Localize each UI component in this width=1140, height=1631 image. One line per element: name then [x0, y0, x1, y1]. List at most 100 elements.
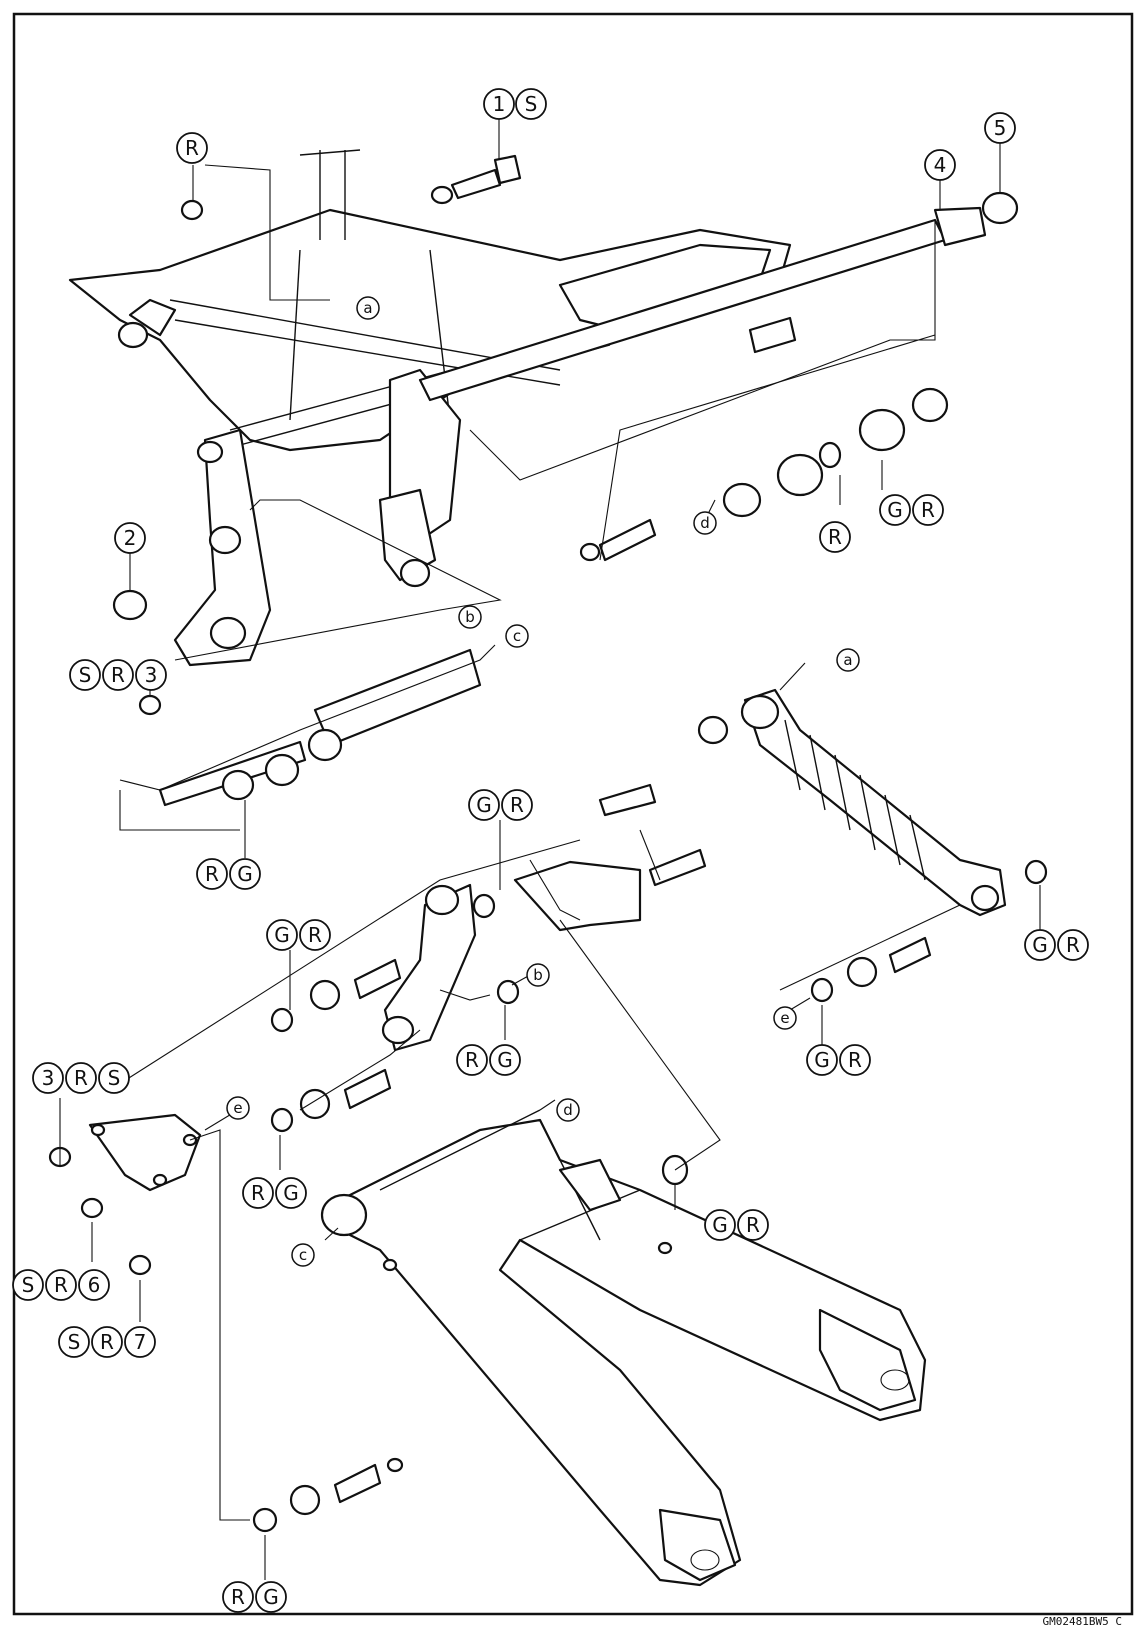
swingarm [320, 1109, 927, 1587]
callout-r-rocker-top-label: R [510, 793, 524, 817]
callout-4: 4 [924, 149, 956, 181]
ref-e-shock: e [773, 1006, 797, 1030]
callout-1: 1 [483, 88, 515, 120]
callout-g-rocker-left: G [266, 919, 298, 951]
callout-g-shock-lower-label: G [1032, 933, 1048, 957]
callout-s-6-label: S [22, 1273, 35, 1297]
figure-code: GM02481BW5 C [1043, 1615, 1122, 1628]
callout-g-shock-bottom-label: G [814, 1048, 830, 1072]
callout-r-top-label: R [185, 136, 199, 160]
callout-r-rocker-left-label: R [308, 923, 322, 947]
callout-g-rocker-mid: G [489, 1044, 521, 1076]
callout-s-3-left-label: S [79, 663, 92, 687]
callout-r-bearing-top-label: R [828, 525, 842, 549]
callout-3-left-label: 3 [145, 663, 158, 687]
callout-r-top: R [176, 132, 208, 164]
callout-r-3-rocker: R [65, 1062, 97, 1094]
callout-5: 5 [984, 112, 1016, 144]
callout-6-label: 6 [88, 1273, 101, 1297]
callout-r-6: R [45, 1269, 77, 1301]
callout-4-label: 4 [934, 153, 947, 177]
ref-c-frame: c [505, 624, 529, 648]
callout-6: 6 [78, 1269, 110, 1301]
ref-b-rocker-label: b [533, 966, 543, 984]
ref-a-frame: a [356, 296, 380, 320]
callout-g-pivot-left-label: G [237, 862, 253, 886]
callout-r-rocker-mid: R [456, 1044, 488, 1076]
callout-r-7-label: R [100, 1330, 114, 1354]
callout-g-rocker-lower-label: G [283, 1181, 299, 1205]
ref-d-bearing-label: d [700, 514, 710, 532]
callout-r-3-left: R [102, 659, 134, 691]
callout-g-swingarm-lower-label: G [263, 1585, 279, 1609]
callout-r-rocker-left: R [299, 919, 331, 951]
ref-d-swingarm-label: d [563, 1101, 573, 1119]
ref-c-frame-label: c [513, 627, 521, 645]
callout-r-7: R [91, 1326, 123, 1358]
callout-g-shock-lower: G [1024, 929, 1056, 961]
ref-b-frame: b [458, 605, 482, 629]
callout-r-shock-lower: R [1057, 929, 1089, 961]
callout-r-pivot-left-label: R [205, 862, 219, 886]
callout-g-bearing-top: G [879, 494, 911, 526]
callout-r-rocker-lower-label: R [251, 1181, 265, 1205]
callout-7-label: 7 [134, 1330, 147, 1354]
callout-s-6: S [12, 1269, 44, 1301]
ref-e-rocker-label: e [233, 1099, 242, 1117]
callout-g-rocker-mid-label: G [497, 1048, 513, 1072]
callout-r-3-left-label: R [111, 663, 125, 687]
callout-r-shock-lower-label: R [1066, 933, 1080, 957]
uni-trak-rocker-arm [88, 860, 642, 1192]
callout-r-swingarm: R [737, 1209, 769, 1241]
callout-g-rocker-top: G [468, 789, 500, 821]
ref-c-swingarm: c [291, 1243, 315, 1267]
callout-s-7-label: S [68, 1330, 81, 1354]
callout-g-bearing-top-label: G [887, 498, 903, 522]
callout-r-bearing-top-2: R [912, 494, 944, 526]
callout-g-rocker-lower: G [275, 1177, 307, 1209]
page-border [12, 12, 1134, 1616]
callout-3-rocker-label: 3 [42, 1066, 55, 1090]
ref-e-shock-label: e [780, 1009, 789, 1027]
callout-2-label: 2 [124, 526, 137, 550]
callout-r-bearing-top: R [819, 521, 851, 553]
ref-d-bearing: d [693, 511, 717, 535]
ref-e-rocker: e [226, 1096, 250, 1120]
callout-3-rocker: 3 [32, 1062, 64, 1094]
callout-1-label: 1 [493, 92, 506, 116]
ref-d-swingarm: d [556, 1098, 580, 1122]
callout-3-left: 3 [135, 659, 167, 691]
callout-s-7: S [58, 1326, 90, 1358]
callout-g-shock-bottom: G [806, 1044, 838, 1076]
swingarm-pivot-shaft [158, 206, 987, 807]
callout-s-1-label: S [525, 92, 538, 116]
callout-s-1: S [515, 88, 547, 120]
callout-r-swingarm-label: R [746, 1213, 760, 1237]
callout-s-3-left: S [69, 659, 101, 691]
callout-r-pivot-left: R [196, 858, 228, 890]
callout-r-rocker-top: R [501, 789, 533, 821]
ref-b-frame-label: b [465, 608, 475, 626]
callout-s-3-rocker-label: S [108, 1066, 121, 1090]
callout-g-swingarm-label: G [712, 1213, 728, 1237]
callout-r-swingarm-lower-label: R [231, 1585, 245, 1609]
ref-a-shock: a [836, 648, 860, 672]
ref-a-shock-label: a [843, 651, 852, 669]
callout-5-label: 5 [994, 116, 1007, 140]
callout-r-bearing-top-2-label: R [921, 498, 935, 522]
ref-c-swingarm-label: c [299, 1246, 307, 1264]
callout-g-swingarm-lower: G [255, 1581, 287, 1613]
motorcycle-frame [68, 149, 792, 667]
callout-2: 2 [114, 522, 146, 554]
callout-s-3-rocker: S [98, 1062, 130, 1094]
callout-r-swingarm-lower: R [222, 1581, 254, 1613]
ref-a-frame-label: a [363, 299, 372, 317]
callout-g-swingarm: G [704, 1209, 736, 1241]
callout-g-rocker-top-label: G [476, 793, 492, 817]
callout-g-pivot-left: G [229, 858, 261, 890]
hardware [48, 154, 1048, 1533]
callout-r-3-rocker-label: R [74, 1066, 88, 1090]
callout-7: 7 [124, 1326, 156, 1358]
ref-b-rocker: b [526, 963, 550, 987]
callout-r-rocker-lower: R [242, 1177, 274, 1209]
